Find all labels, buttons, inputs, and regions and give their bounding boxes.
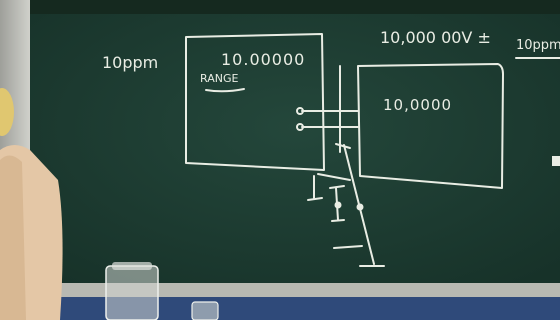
glassware <box>105 262 219 320</box>
lower-wall <box>30 297 560 320</box>
presenter-head <box>0 88 14 136</box>
terminal-upper <box>296 107 304 115</box>
chalk-tray <box>30 283 560 297</box>
divider-top <box>335 143 351 149</box>
mid-post-cap <box>329 185 345 189</box>
terminal-lower <box>296 123 304 131</box>
glass-cup <box>191 301 219 320</box>
chalkboard <box>30 0 560 283</box>
left-post-foot <box>307 197 323 201</box>
node-b <box>356 203 364 211</box>
node-a <box>334 201 342 209</box>
cross-bar <box>317 173 351 181</box>
right-box <box>357 63 504 189</box>
presenter <box>0 88 63 320</box>
top-right-note: 10ppm <box>516 38 560 53</box>
pitcher-rim <box>112 262 152 270</box>
range-underline <box>205 88 245 93</box>
chalk-drawing <box>185 33 560 267</box>
left-box <box>185 33 325 171</box>
box-right-value: 10,0000 <box>383 96 452 114</box>
mid-post-foot <box>331 219 345 222</box>
presenter-jacket-shade <box>0 155 26 320</box>
board-top-edge <box>30 0 560 14</box>
box-left-value: 10.00000 <box>221 50 305 69</box>
top-right-value: 10,000 00V ± <box>380 28 491 47</box>
glass-pitcher <box>105 265 159 320</box>
ground-bar <box>333 245 363 249</box>
chalk-mark <box>552 156 560 166</box>
box-left-label: RANGE <box>200 72 238 85</box>
left-note: 10ppm <box>102 53 158 72</box>
